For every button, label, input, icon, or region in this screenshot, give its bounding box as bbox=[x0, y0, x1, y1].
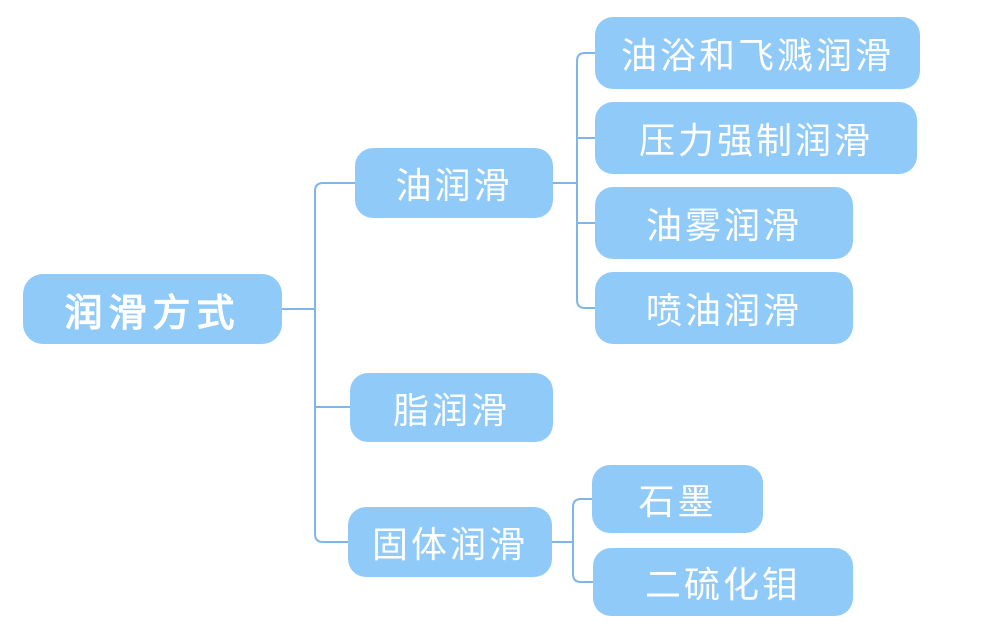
node-lubrication-method[interactable]: 润滑方式 bbox=[23, 274, 282, 344]
node-solid-lubrication[interactable]: 固体润滑 bbox=[348, 507, 552, 577]
node-oil-mist-lubrication[interactable]: 油雾润滑 bbox=[595, 187, 853, 259]
connector-root-to-solid bbox=[314, 309, 348, 543]
node-molybdenum-disulfide[interactable]: 二硫化钼 bbox=[593, 548, 853, 616]
node-oil-bath-splash-lubrication[interactable]: 油浴和飞溅润滑 bbox=[595, 17, 920, 89]
connector-solid-to-graphite bbox=[572, 498, 592, 542]
connector-root-to-oil bbox=[314, 182, 355, 309]
connector-oil-to-jet bbox=[576, 183, 595, 309]
connector-solid-to-moly bbox=[572, 542, 593, 583]
node-pressure-forced-lubrication[interactable]: 压力强制润滑 bbox=[595, 102, 917, 174]
connector-oil-to-bath bbox=[576, 52, 595, 183]
node-oil-lubrication[interactable]: 油润滑 bbox=[355, 148, 553, 218]
node-grease-lubrication[interactable]: 脂润滑 bbox=[350, 373, 553, 442]
node-oil-jet-lubrication[interactable]: 喷油润滑 bbox=[595, 272, 853, 344]
node-graphite[interactable]: 石墨 bbox=[592, 465, 763, 533]
